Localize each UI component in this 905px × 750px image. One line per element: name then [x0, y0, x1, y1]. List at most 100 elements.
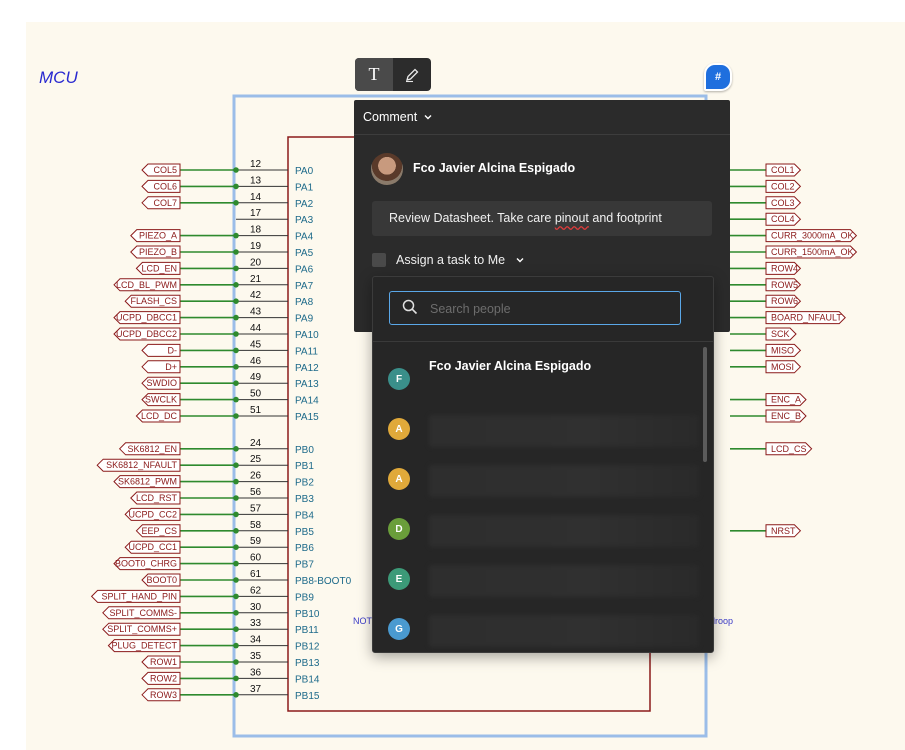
comment-text-part: and footprint: [588, 211, 662, 225]
net-label-shape: [124, 507, 181, 521]
net-label-shape: [765, 311, 846, 325]
redacted-name: [429, 615, 699, 647]
pin-number: 35: [250, 651, 262, 662]
net-label-shape: [765, 278, 802, 292]
search-field[interactable]: [389, 291, 681, 325]
assign-checkbox[interactable]: [372, 253, 386, 267]
junction-dot: [233, 544, 239, 550]
person-option[interactable]: F Fco Javier Alcina Espigado: [373, 359, 699, 405]
net-label: BOOT0: [146, 575, 177, 585]
search-icon: [402, 299, 418, 315]
schematic-title: MCU: [39, 68, 78, 87]
net-label-shape: [141, 671, 181, 685]
net-label-shape: [765, 360, 802, 374]
pin-number: 49: [250, 372, 262, 383]
net-label: SPLIT_HAND_PIN: [101, 591, 177, 601]
comment-text-field[interactable]: Review Datasheet. Take care pinout and f…: [372, 201, 712, 236]
net-label-shape: [141, 376, 181, 390]
net-label-shape: [130, 245, 181, 259]
net-label-shape: [113, 475, 181, 489]
redacted-name: [429, 465, 699, 497]
pin-number: 56: [250, 487, 262, 498]
assign-task-toggle[interactable]: Assign a task to Me: [372, 253, 525, 267]
net-label-shape: [141, 393, 181, 407]
junction-dot: [233, 232, 239, 239]
text-tool-button[interactable]: T: [355, 58, 393, 91]
pin-number: 34: [250, 635, 262, 646]
pin-number: 17: [250, 208, 262, 219]
junction-dot: [233, 167, 239, 173]
port-name: PB3: [295, 494, 314, 505]
port-name: PA9: [295, 314, 314, 325]
net-label-shape: [765, 294, 802, 308]
port-name: PA2: [295, 199, 314, 210]
pin-number: 37: [250, 684, 262, 695]
port-name: PB10: [295, 609, 320, 620]
person-option[interactable]: A: [373, 409, 699, 455]
junction-dot: [233, 265, 239, 272]
comment-header-label: Comment: [363, 110, 418, 124]
net-label: ENC_B: [771, 411, 801, 421]
net-label-shape: [135, 409, 181, 423]
person-option[interactable]: A: [373, 459, 699, 505]
person-initial-avatar: G: [388, 618, 410, 640]
net-label-shape: [113, 311, 181, 325]
pin-number: 26: [250, 471, 262, 482]
net-label-shape: [765, 245, 858, 259]
junction-dot: [233, 462, 239, 469]
pin-number: 13: [250, 175, 262, 186]
pin-number: 33: [250, 618, 262, 629]
net-label-shape: [765, 179, 802, 193]
person-option[interactable]: D: [373, 509, 699, 555]
port-name: PB4: [295, 510, 314, 521]
net-label-shape: [118, 442, 181, 456]
port-name: PB0: [295, 445, 314, 456]
pin-number: 61: [250, 569, 262, 580]
port-name: PB2: [295, 478, 314, 489]
person-initial-avatar: E: [388, 568, 410, 590]
person-option[interactable]: G: [373, 609, 699, 652]
net-label-shape: [141, 196, 181, 210]
panel-divider: [354, 134, 730, 135]
net-label-shape: [765, 524, 802, 538]
pin-number: 62: [250, 585, 262, 596]
net-label-shape: [130, 229, 181, 243]
net-label: COL1: [771, 165, 795, 175]
comment-type-dropdown[interactable]: Comment: [363, 110, 433, 124]
person-option[interactable]: E: [373, 559, 699, 605]
junction-dot: [233, 593, 239, 600]
net-label: SPLIT_COMMS+: [107, 624, 177, 634]
comment-pin-marker[interactable]: #: [704, 63, 732, 91]
junction-dot: [233, 675, 239, 682]
net-label: COL6: [153, 181, 177, 191]
chevron-down-icon[interactable]: [515, 255, 525, 265]
pen-tool-button[interactable]: [393, 58, 431, 91]
net-label-shape: [765, 196, 802, 210]
net-label: COL3: [771, 198, 795, 208]
port-name: PA10: [295, 330, 319, 341]
port-name: PA11: [295, 346, 318, 357]
net-label: ROW3: [150, 690, 177, 700]
net-label: ENC_A: [771, 395, 801, 405]
net-label-shape: [141, 163, 181, 177]
net-label: SCK: [771, 329, 790, 339]
junction-dot: [233, 331, 239, 337]
port-name: PB5: [295, 527, 314, 538]
annotation-toolbar: T: [355, 58, 431, 91]
redacted-name: [429, 415, 699, 447]
person-initial-avatar: F: [388, 368, 410, 390]
net-label: BOARD_NFAULT: [771, 313, 842, 323]
net-label: CURR_1500mA_OK: [771, 247, 854, 257]
junction-dot: [233, 396, 239, 403]
port-name: PB8-BOOT0: [295, 576, 352, 587]
junction-dot: [233, 413, 239, 419]
search-input[interactable]: [428, 296, 672, 322]
pin-number: 25: [250, 454, 262, 465]
net-label: PIEZO_A: [139, 231, 177, 241]
port-name: PA8: [295, 297, 314, 308]
net-label-shape: [765, 343, 802, 357]
net-label: LCD_RST: [136, 493, 178, 503]
scrollbar-thumb[interactable]: [703, 347, 707, 462]
person-name: Fco Javier Alcina Espigado: [429, 359, 592, 373]
net-label-shape: [765, 212, 802, 226]
